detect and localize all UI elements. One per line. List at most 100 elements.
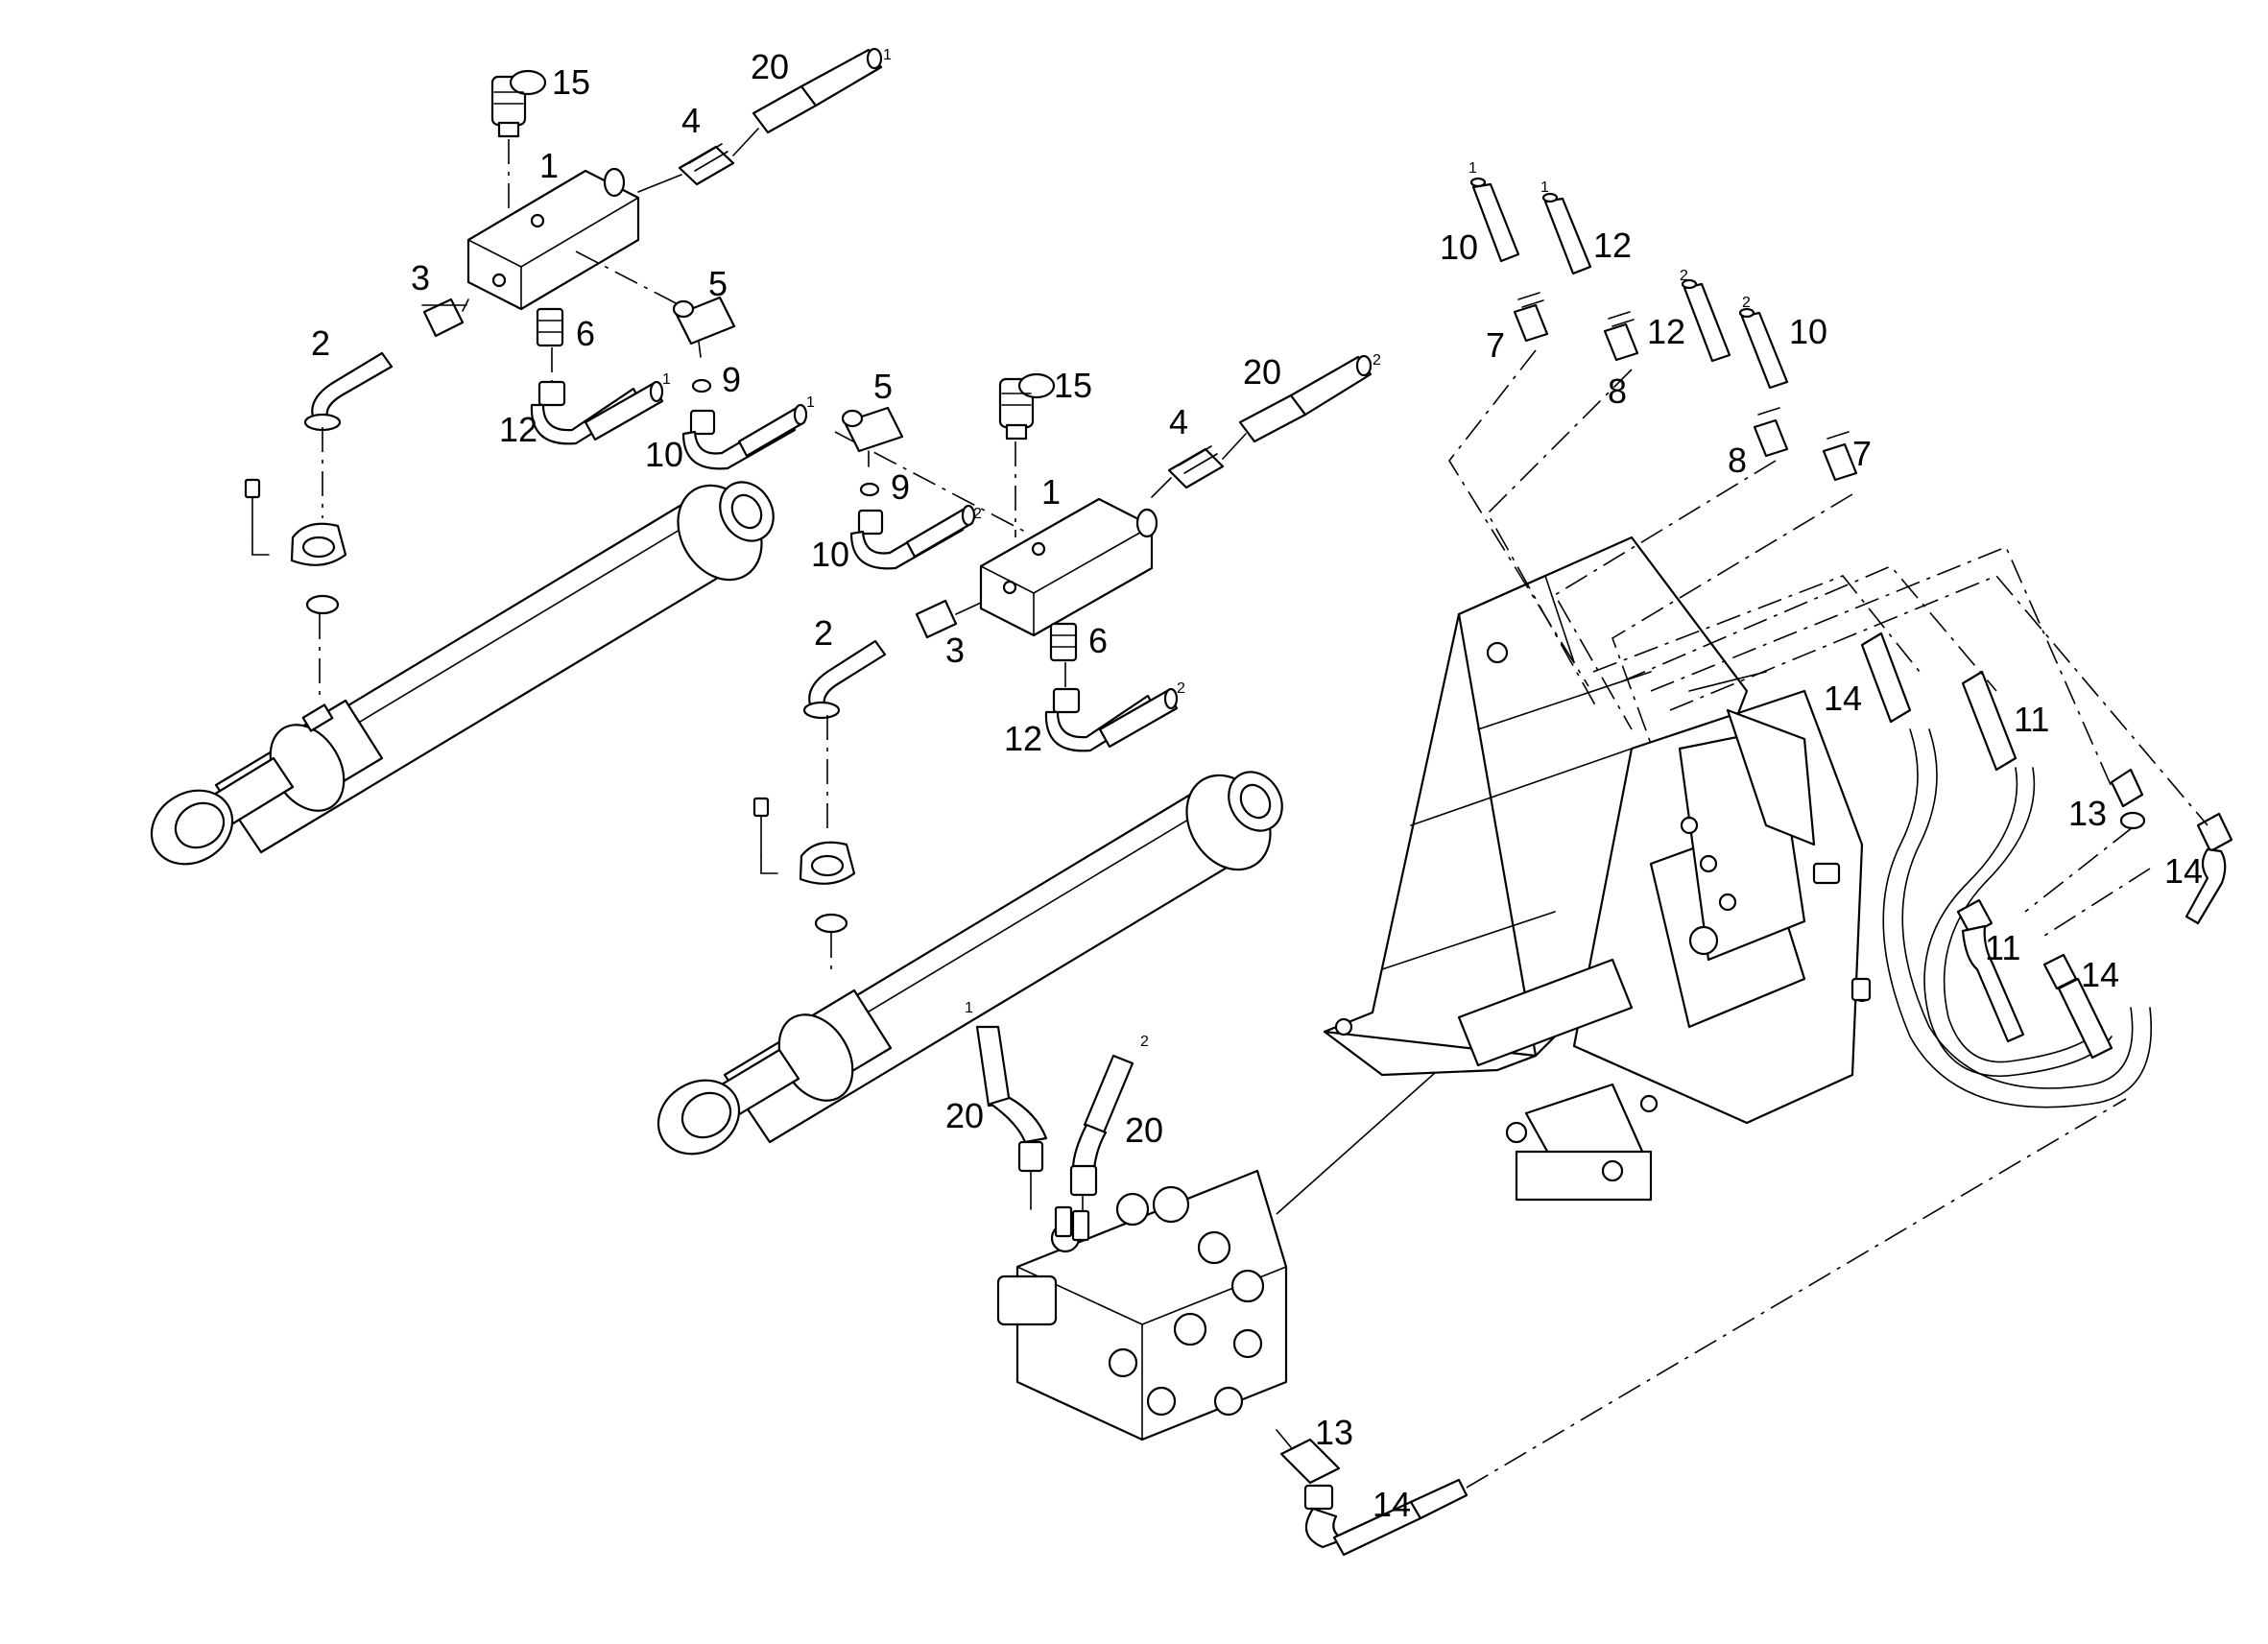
frame-hose-12-left [1541, 192, 1639, 362]
callout-10-frame-left: 10 [1440, 227, 1478, 267]
middle-fitting-6 [1049, 622, 1078, 662]
callout-1-left: 1 [539, 146, 559, 185]
middle-fitting-3 [915, 599, 982, 639]
callout-8-frame-right: 8 [1728, 441, 1747, 480]
callout-2-left: 2 [311, 323, 330, 363]
mark-2-middle-10: 2 [973, 506, 982, 522]
frame-hose-10-left [1469, 177, 1549, 343]
callout-6-left: 6 [576, 314, 595, 353]
machine-frame [1323, 536, 1872, 1202]
left-hydraulic-cylinder [150, 481, 775, 866]
middle-elbow-12 [1044, 662, 1179, 752]
left-elbow-12 [530, 347, 664, 445]
callout-14-frame-right: 14 [2164, 851, 2203, 891]
left-valve-block-assembly [150, 47, 883, 866]
callout-10-frame-right: 10 [1789, 312, 1827, 351]
left-valve-block [466, 167, 640, 311]
hose-14-bottom [1304, 1098, 2127, 1557]
frame-hose-11-upper [1923, 670, 2113, 1077]
middle-elbow-2 [802, 639, 887, 720]
mark-2-frame-12: 2 [1680, 268, 1688, 284]
fitting-13-bottom [1276, 1429, 1341, 1511]
hose-20-left-bottom [975, 1025, 1048, 1210]
middle-clamp [752, 715, 856, 969]
callout-20-bottom-right: 20 [1125, 1110, 1163, 1150]
callout-13-bottom: 13 [1315, 1413, 1353, 1452]
mark-1-frame-12: 1 [1540, 179, 1549, 196]
callout-11-frame-upper: 11 [2014, 700, 2049, 739]
mark-1-left-10: 1 [806, 394, 815, 411]
left-elbow-10 [681, 403, 808, 470]
left-clamp [244, 427, 347, 701]
callout-14-frame-upper: 14 [1824, 679, 1862, 718]
callout-12-left: 12 [499, 410, 537, 449]
mark-1-left-12: 1 [662, 371, 671, 388]
callout-6-middle: 6 [1088, 621, 1108, 660]
callout-9-middle: 9 [891, 467, 910, 507]
frame-fitting-14-right [2184, 812, 2233, 925]
callout-3-middle: 3 [945, 631, 965, 670]
mark-1-frame-10: 1 [1468, 160, 1477, 177]
middle-hydraulic-cylinder [657, 771, 1283, 1156]
mark-1-bottom-20: 1 [965, 1000, 973, 1016]
callout-20-middle: 20 [1243, 352, 1281, 392]
callout-20-bottom-left: 20 [945, 1096, 984, 1135]
callout-14-frame-lower: 14 [2081, 955, 2119, 994]
mark-2-frame-10: 2 [1742, 295, 1751, 311]
callout-1-middle: 1 [1041, 472, 1061, 512]
frame-hose-12-right [1681, 278, 1789, 458]
left-hose-20 [732, 47, 883, 156]
frame-hose-14-lower [2042, 953, 2113, 1060]
mark-2-bottom-20: 2 [1140, 1034, 1149, 1050]
callout-4-left: 4 [681, 101, 701, 140]
callout-7-frame-right: 7 [1852, 434, 1872, 473]
callout-5-middle: 5 [873, 367, 893, 406]
callout-12-frame-right: 12 [1647, 312, 1685, 351]
callout-3-left: 3 [411, 258, 430, 298]
callout-15-middle: 15 [1054, 366, 1092, 405]
frame-hose-10-right [1738, 307, 1858, 482]
callout-9-left: 9 [722, 360, 741, 399]
callout-20-left: 20 [751, 47, 789, 86]
callout-14-bottom: 14 [1373, 1485, 1411, 1524]
middle-fitting-4 [1151, 445, 1225, 498]
left-fitting-6 [536, 307, 564, 347]
callout-12-frame-left: 12 [1593, 226, 1632, 265]
callout-8-frame-left: 8 [1608, 371, 1627, 411]
mark-2-middle-12: 2 [1177, 680, 1185, 697]
left-fitting-4 [637, 143, 735, 193]
callout-12-middle: 12 [1004, 719, 1042, 758]
left-elbow-2 [303, 351, 394, 432]
left-fitting-3 [421, 298, 469, 338]
callout-2-middle: 2 [814, 613, 833, 653]
callout-7-frame-left: 7 [1486, 325, 1505, 365]
control-valve-body [996, 1016, 1498, 1441]
callout-15-left: 15 [552, 62, 590, 102]
mark-2-middle-20: 2 [1373, 352, 1381, 369]
middle-oring-9 [859, 482, 880, 497]
control-valve-assembly [975, 1016, 2127, 1557]
callout-5-left: 5 [708, 264, 728, 303]
callout-13-frame: 13 [2068, 794, 2107, 833]
middle-fitting-5 [841, 406, 904, 467]
left-fitting-5 [575, 250, 736, 358]
callout-10-middle: 10 [811, 535, 849, 574]
callout-labels: 15 20 1 4 1 3 5 2 6 9 12 1 10 1 5 15 20 … [311, 47, 2203, 1524]
middle-elbow-10 [849, 504, 976, 570]
left-oring-9 [691, 378, 712, 393]
mark-1-left-20: 1 [883, 47, 892, 63]
middle-valve-block [834, 431, 1158, 637]
callout-11-frame-lower: 11 [1985, 928, 2020, 967]
middle-hose-20 [1222, 354, 1373, 460]
left-connector-15 [490, 69, 547, 213]
frame-hose-11-lower [1956, 898, 2025, 1043]
callout-4-middle: 4 [1169, 402, 1188, 441]
middle-connector-15 [998, 372, 1056, 537]
callout-10-left: 10 [645, 435, 683, 474]
frame-fitting-13 [2110, 768, 2146, 830]
frame-leader-lines [1448, 349, 2208, 937]
frame-hose-14-upper [1860, 631, 2152, 1108]
middle-valve-block-assembly [657, 354, 1373, 1156]
